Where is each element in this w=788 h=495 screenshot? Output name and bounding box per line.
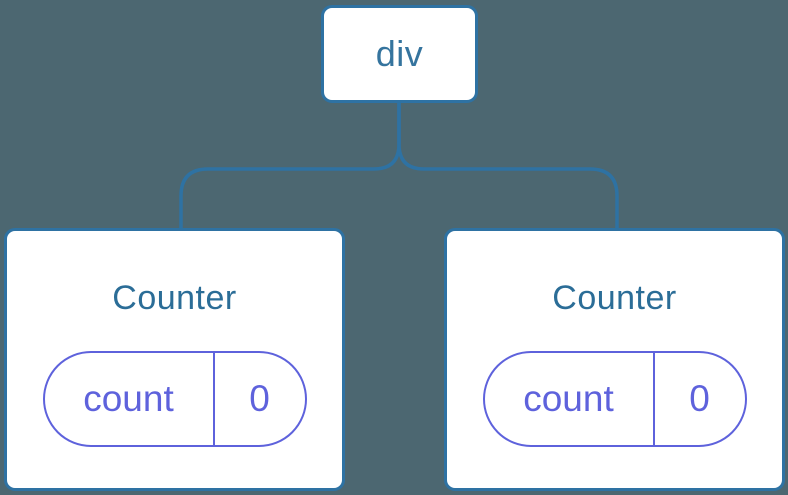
connector-right-branch [397, 101, 619, 230]
state-key-cell: count [485, 353, 653, 445]
connector-left-branch [179, 101, 401, 230]
state-pill-divider [652, 353, 655, 445]
state-pill: count 0 [42, 351, 307, 447]
state-key-label: count [83, 378, 174, 419]
state-value: 0 [249, 378, 270, 419]
state-value-cell: 0 [655, 353, 745, 445]
root-node: div [321, 5, 478, 103]
counter-node-right: Counter count 0 [444, 228, 785, 491]
root-node-label: div [375, 33, 424, 74]
state-pill: count 0 [482, 351, 747, 447]
counter-node-left: Counter count 0 [4, 228, 345, 491]
state-key-cell: count [45, 353, 213, 445]
state-pill-divider [212, 353, 215, 445]
state-key-label: count [523, 378, 614, 419]
counter-title: Counter [552, 279, 677, 317]
state-value: 0 [689, 378, 710, 419]
state-value-cell: 0 [215, 353, 305, 445]
counter-title: Counter [112, 279, 237, 317]
